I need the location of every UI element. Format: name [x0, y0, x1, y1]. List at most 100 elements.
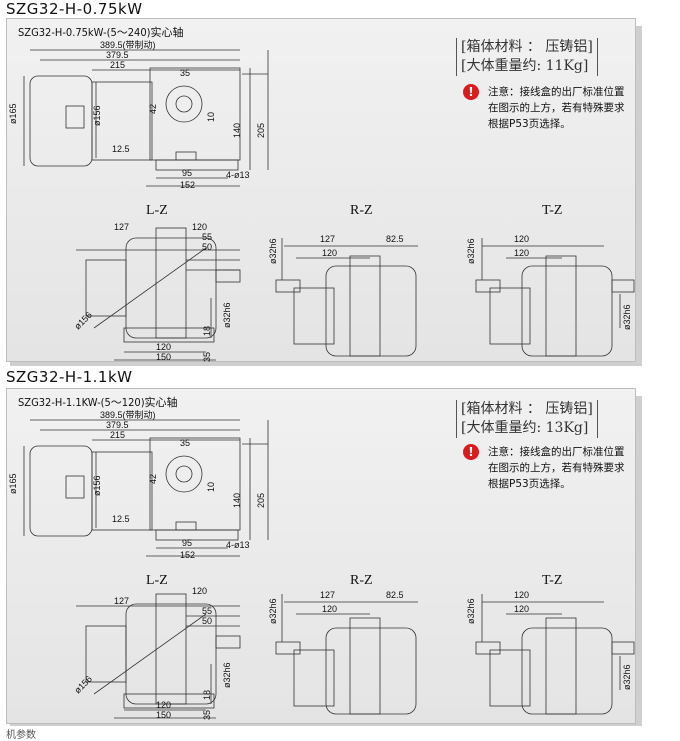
terminal-box	[65, 475, 85, 499]
warning-icon: !	[463, 444, 479, 460]
drawing-subtitle: SZG32-H-0.75kW-(5～240)实心轴	[18, 26, 184, 39]
dim-bolt-holes: 4-ø13	[226, 170, 250, 180]
lz-dim-150: 150	[156, 352, 171, 362]
rz-dim-127: 127	[320, 590, 335, 600]
lz-motor	[85, 625, 127, 683]
rz-dim-shaft: ø32h6	[268, 598, 278, 624]
lz-dim-120b: 120	[156, 700, 171, 710]
drawing-panel	[6, 388, 636, 724]
tz-shaft-left	[475, 279, 501, 293]
weight-line: [大体重量约: 13Kg]	[456, 419, 598, 438]
gearbox-body	[149, 67, 241, 161]
lz-dim-127: 127	[114, 222, 129, 232]
tz-motor	[489, 287, 531, 345]
view-label-tz: T-Z	[542, 573, 562, 588]
lz-dim-50: 50	[202, 242, 212, 252]
dim-overall: 379.5	[106, 50, 129, 60]
dim-overall: 379.5	[106, 420, 129, 430]
view-label-rz: R-Z	[350, 573, 373, 588]
motor-flange	[91, 81, 153, 161]
motor-body	[29, 75, 93, 167]
gearmotor-drawing-1: 389.5(带制动) 379.5 215 35 ø165 ø156 42 10 …	[8, 39, 635, 362]
dim-42: 42	[148, 104, 158, 114]
lz-dim-55: 55	[202, 232, 212, 242]
dim-overall-brake: 389.5(带制动)	[100, 39, 156, 50]
rz-motor	[293, 287, 335, 345]
drawing-subtitle: SZG32-H-1.1KW-(5～120)实心轴	[18, 396, 178, 409]
dim-motor-len: 215	[110, 60, 125, 70]
dim-d156: ø156	[92, 105, 102, 126]
rz-dim-82-5: 82.5	[386, 234, 404, 244]
rz-dim-120: 120	[322, 248, 337, 258]
tz-shaft-right	[611, 641, 635, 655]
tz-dim-shaft-left: ø32h6	[466, 238, 476, 264]
dim-10: 10	[206, 112, 216, 122]
section-title: SZG32-H-1.1kW	[6, 368, 133, 386]
lz-dim-shaft: ø32h6	[222, 662, 232, 688]
dim-12-5: 12.5	[112, 144, 130, 154]
dim-140: 140	[232, 493, 242, 508]
dim-d165: ø165	[8, 103, 18, 124]
lz-dim-150: 150	[156, 710, 171, 720]
lz-dim-shaft: ø32h6	[222, 302, 232, 328]
tz-dim-120b: 120	[514, 248, 529, 258]
tz-gearbox	[521, 265, 613, 357]
dim-95: 95	[182, 538, 192, 548]
gearmotor-drawing-2: 389.5(带制动) 379.5 215 35 ø165 ø156 42 10 …	[8, 409, 635, 720]
view-label-tz: T-Z	[542, 203, 562, 218]
tz-dim-shaft-right: ø32h6	[622, 664, 632, 690]
weight-line: [大体重量约: 11Kg]	[456, 57, 598, 76]
rz-dim-shaft: ø32h6	[268, 238, 278, 264]
rz-shaft	[275, 279, 301, 293]
dim-140: 140	[232, 123, 242, 138]
footer-text: 机参数	[6, 730, 36, 741]
material-line: [箱体材料 ： 压铸铝]	[456, 38, 598, 57]
motor-body	[29, 445, 93, 537]
output-flange	[165, 455, 203, 493]
tz-motor	[489, 649, 531, 707]
lz-dim-120: 120	[192, 586, 207, 596]
note-text: 注意：接线盒的出厂标准位置在图示的上方，若有特殊要求根据P53页选择。	[488, 446, 625, 490]
motor-flange	[91, 451, 153, 531]
dim-95: 95	[182, 168, 192, 178]
dim-bolt-holes: 4-ø13	[226, 540, 250, 550]
dim-42: 42	[148, 474, 158, 484]
rz-dim-82-5: 82.5	[386, 590, 404, 600]
dim-overall-brake: 389.5(带制动)	[100, 409, 156, 420]
terminal-box	[65, 105, 85, 129]
rz-gearbox	[325, 265, 417, 357]
spec-box: [箱体材料 ： 压铸铝] [大体重量约: 13Kg]	[456, 400, 598, 438]
rz-dim-127: 127	[320, 234, 335, 244]
dim-152: 152	[180, 550, 195, 560]
dim-d165: ø165	[8, 473, 18, 494]
dim-d156: ø156	[92, 475, 102, 496]
drawing-panel	[6, 18, 636, 362]
view-label-rz: R-Z	[350, 203, 373, 218]
rz-motor	[293, 649, 335, 707]
tz-dim-shaft-right: ø32h6	[622, 304, 632, 330]
lz-motor	[85, 259, 127, 317]
tz-shaft-left	[475, 641, 501, 655]
lz-dim-d156: ø156	[72, 310, 94, 332]
lz-dim-18: 18	[202, 690, 212, 700]
tz-shaft-right	[611, 279, 635, 293]
lz-dim-35: 35	[202, 710, 212, 720]
warning-icon: !	[463, 84, 479, 100]
view-label-lz: L-Z	[146, 573, 168, 588]
rz-shaft	[275, 641, 301, 655]
view-label-lz: L-Z	[146, 203, 168, 218]
lz-dim-d156: ø156	[72, 674, 94, 696]
dim-205: 205	[256, 123, 266, 138]
note-text: 注意：接线盒的出厂标准位置在图示的上方，若有特殊要求根据P53页选择。	[488, 86, 625, 130]
material-line: [箱体材料 ： 压铸铝]	[456, 400, 598, 419]
rz-gearbox	[325, 627, 417, 715]
lz-dim-127: 127	[114, 596, 129, 606]
section-title: SZG32-H-0.75kW	[6, 0, 143, 18]
lz-dim-120b: 120	[156, 342, 171, 352]
tz-dim-120a: 120	[514, 234, 529, 244]
output-flange	[165, 85, 203, 123]
lz-shaft	[215, 269, 241, 283]
lz-gearbox	[125, 237, 217, 339]
dim-152: 152	[180, 180, 195, 190]
rz-dim-120: 120	[322, 604, 337, 614]
